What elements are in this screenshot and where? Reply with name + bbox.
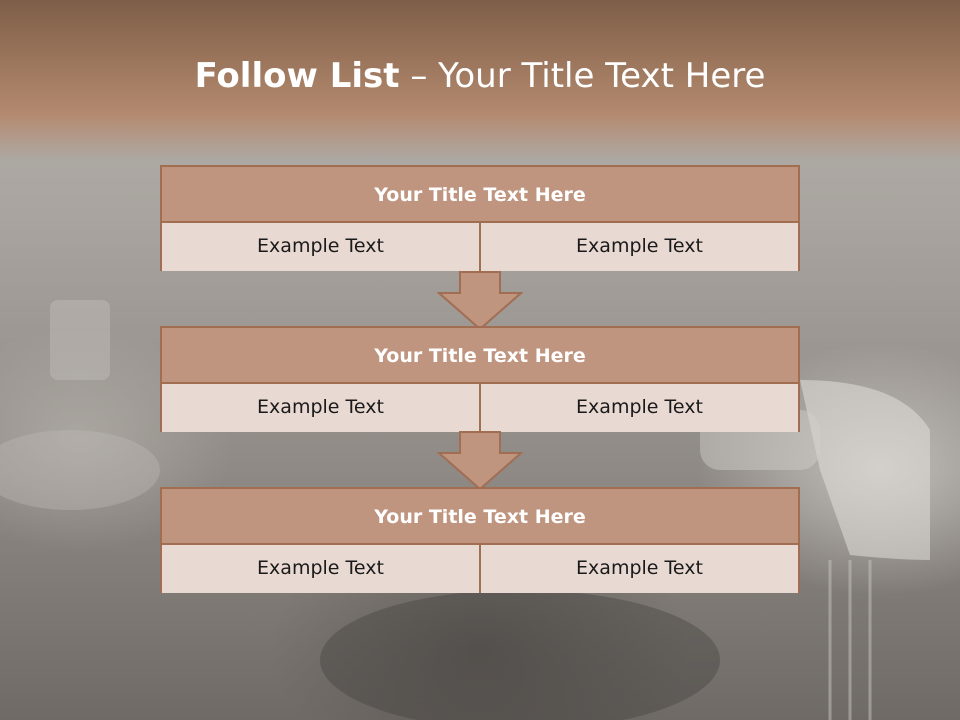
block-row: Example Text Example Text (162, 384, 798, 432)
block-cell-left: Example Text (162, 545, 479, 593)
list-block-2: Your Title Text Here Example Text Exampl… (160, 326, 800, 432)
header-band (0, 0, 960, 160)
block-row: Example Text Example Text (162, 545, 798, 593)
down-arrow-icon (437, 431, 523, 491)
block-title: Your Title Text Here (162, 489, 798, 545)
title-bold: Follow List (194, 56, 400, 96)
block-row: Example Text Example Text (162, 223, 798, 271)
down-arrow-icon (437, 271, 523, 331)
slide-title: Follow List – Your Title Text Here (0, 52, 960, 100)
title-rest: – Your Title Text Here (399, 56, 766, 96)
list-block-1: Your Title Text Here Example Text Exampl… (160, 165, 800, 271)
block-cell-right: Example Text (479, 223, 798, 271)
block-title: Your Title Text Here (162, 328, 798, 384)
block-title: Your Title Text Here (162, 167, 798, 223)
block-cell-right: Example Text (479, 545, 798, 593)
block-cell-left: Example Text (162, 384, 479, 432)
list-block-3: Your Title Text Here Example Text Exampl… (160, 487, 800, 593)
block-cell-left: Example Text (162, 223, 479, 271)
block-cell-right: Example Text (479, 384, 798, 432)
